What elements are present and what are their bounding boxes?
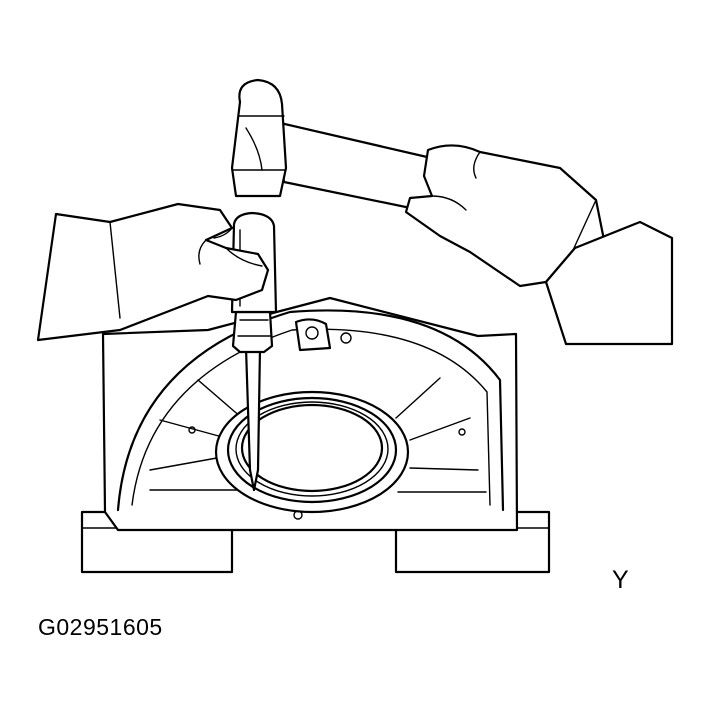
ball-peen-hammer [230, 78, 442, 214]
seal-retainer-plate [101, 296, 519, 532]
right-hand-arm [404, 144, 674, 346]
screwdriver-grip [231, 310, 274, 354]
corner-letter-label: Y [612, 566, 629, 594]
hammer-head [230, 78, 288, 198]
figure-code-label: G02951605 [38, 614, 163, 640]
left-hand-arm [36, 202, 270, 342]
